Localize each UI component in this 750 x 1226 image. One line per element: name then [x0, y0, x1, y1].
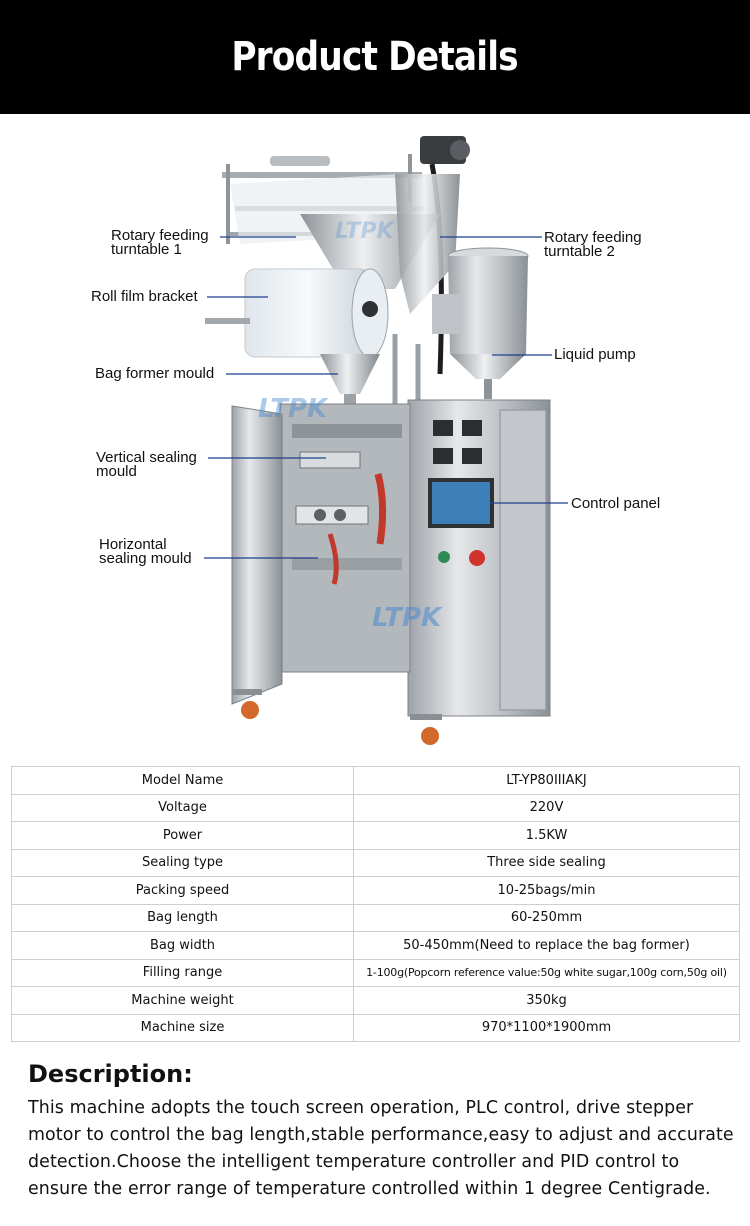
callout-rotary-feeding-1: Rotary feeding turntable 1 [111, 227, 209, 258]
spec-value: Three side sealing [353, 848, 740, 877]
callout-liquid-pump: Liquid pump [554, 346, 636, 363]
callout-horizontal-sealing-line2: sealing mould [99, 550, 192, 567]
description-line: ensure the error range of temperature co… [28, 1179, 711, 1199]
callout-rotary-feeding-2: Rotary feeding turntable 2 [544, 229, 642, 260]
watermark-3: LTPK [335, 219, 396, 244]
callout-rotary-feeding-1-line2: turntable 1 [111, 241, 182, 258]
callout-vertical-sealing: Vertical sealing mould [96, 449, 197, 480]
spec-key: Packing speed [11, 876, 354, 905]
spec-value: 350kg [353, 986, 740, 1015]
description-line: This machine adopts the touch screen ope… [28, 1098, 694, 1118]
callout-vertical-sealing-line1: Vertical sealing [96, 449, 197, 466]
description-line: motor to control the bag length,stable p… [28, 1125, 734, 1145]
callout-bag-former-mould: Bag former mould [95, 365, 215, 382]
bag-former [320, 334, 421, 414]
callout-lines [204, 236, 568, 559]
roll-film [205, 268, 389, 358]
callout-rotary-feeding-2-line2: turntable 2 [544, 243, 615, 260]
callout-horizontal-sealing: Horizontal sealing mould [99, 536, 192, 567]
callout-roll-film-bracket: Roll film bracket [91, 288, 198, 305]
watermark-2: LTPK [372, 603, 443, 633]
description-line: detection.Choose the intelligent tempera… [28, 1152, 680, 1172]
spec-value: 1.5KW [353, 821, 740, 850]
callout-horizontal-sealing-line1: Horizontal [99, 536, 167, 553]
spec-key: Filling range [11, 958, 354, 987]
spec-value: 220V [353, 793, 740, 822]
spec-value: 1-100g(Popcorn reference value:50g white… [353, 958, 740, 987]
spec-key: Power [11, 821, 354, 850]
spec-key: Sealing type [11, 848, 354, 877]
description-text: This machine adopts the touch screen ope… [28, 1095, 738, 1203]
liquid-pump-hopper [432, 247, 529, 399]
callout-rotary-feeding-1-line1: Rotary feeding [111, 227, 209, 244]
spec-value: 970*1100*1900mm [353, 1013, 740, 1042]
spec-value: 60-250mm [353, 903, 740, 932]
watermark-1: LTPK [258, 394, 329, 424]
spec-value: LT-YP80IIIAKJ [353, 766, 740, 795]
machine-figure: LTPK LTPK LTPK Rotary feeding turntable … [0, 114, 750, 760]
callout-control-panel: Control panel [571, 495, 661, 512]
description-title: Description: [28, 1060, 193, 1088]
spec-key: Machine size [11, 1013, 354, 1042]
spec-key: Machine weight [11, 986, 354, 1015]
callout-vertical-sealing-line2: mould [96, 463, 137, 480]
spec-value: 10-25bags/min [353, 876, 740, 905]
spec-key: Model Name [11, 766, 354, 795]
header-bar: Product Details [0, 0, 750, 114]
spec-key: Bag length [11, 903, 354, 932]
callout-rotary-feeding-2-line1: Rotary feeding [544, 229, 642, 246]
main-cabinet [231, 399, 551, 745]
spec-value: 50-450mm(Need to replace the bag former) [353, 931, 740, 960]
machine-illustration: LTPK LTPK LTPK [204, 136, 568, 745]
spec-key: Voltage [11, 793, 354, 822]
spec-key: Bag width [11, 931, 354, 960]
page-title: Product Details [231, 34, 519, 80]
